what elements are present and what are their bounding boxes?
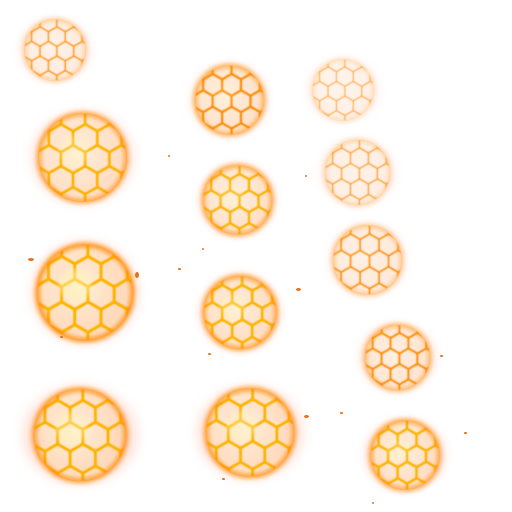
- orb-frame-06: [190, 155, 285, 245]
- orb-rim: [323, 138, 392, 207]
- hot-spot: [54, 412, 87, 445]
- hot-spot: [225, 410, 257, 442]
- orb-rim: [331, 224, 404, 296]
- orb-rim: [35, 242, 135, 343]
- spark-particle: [464, 432, 467, 434]
- spark-particle: [178, 268, 181, 270]
- orb-rim: [311, 58, 375, 122]
- orb-frame-07: [190, 265, 290, 360]
- orb-rim: [201, 163, 274, 237]
- orb-rim: [201, 274, 279, 351]
- orb-rim: [203, 386, 297, 479]
- orb-rim: [368, 418, 442, 492]
- spark-particle: [222, 478, 225, 480]
- spark-particle: [340, 412, 343, 414]
- orb-rim: [363, 323, 432, 392]
- spark-particle: [440, 355, 443, 357]
- hot-spot: [58, 135, 90, 167]
- orb-frame-13: [355, 410, 455, 500]
- orb-rim: [32, 387, 128, 483]
- spark-particle: [202, 248, 204, 250]
- hot-spot: [386, 437, 411, 462]
- spark-particle: [372, 502, 374, 504]
- orb-frame-02: [20, 100, 145, 215]
- hot-spot: [218, 182, 243, 207]
- spark-particle: [28, 258, 34, 261]
- orb-frame-08: [185, 375, 315, 490]
- orb-rim: [193, 63, 266, 137]
- spark-particle: [304, 415, 309, 418]
- orb-frame-05: [182, 55, 277, 145]
- orb-frame-03: [20, 230, 150, 355]
- hot-spot: [220, 294, 246, 320]
- orb-rim: [36, 111, 129, 204]
- spark-particle: [305, 175, 307, 177]
- spark-particle: [135, 272, 139, 278]
- orb-frame-11: [320, 215, 415, 305]
- orb-rim: [23, 18, 87, 82]
- orb-frame-12: [350, 315, 445, 400]
- spark-particle: [168, 155, 170, 157]
- spark-particle: [60, 336, 63, 338]
- orb-frame-04: [10, 375, 150, 495]
- spark-particle: [208, 353, 211, 355]
- orb-frame-10: [310, 130, 405, 215]
- orb-frame-01: [10, 10, 100, 90]
- orb-frame-09: [298, 50, 388, 130]
- hot-spot: [58, 268, 93, 302]
- spark-particle: [296, 288, 301, 291]
- hot-spot: [210, 82, 235, 107]
